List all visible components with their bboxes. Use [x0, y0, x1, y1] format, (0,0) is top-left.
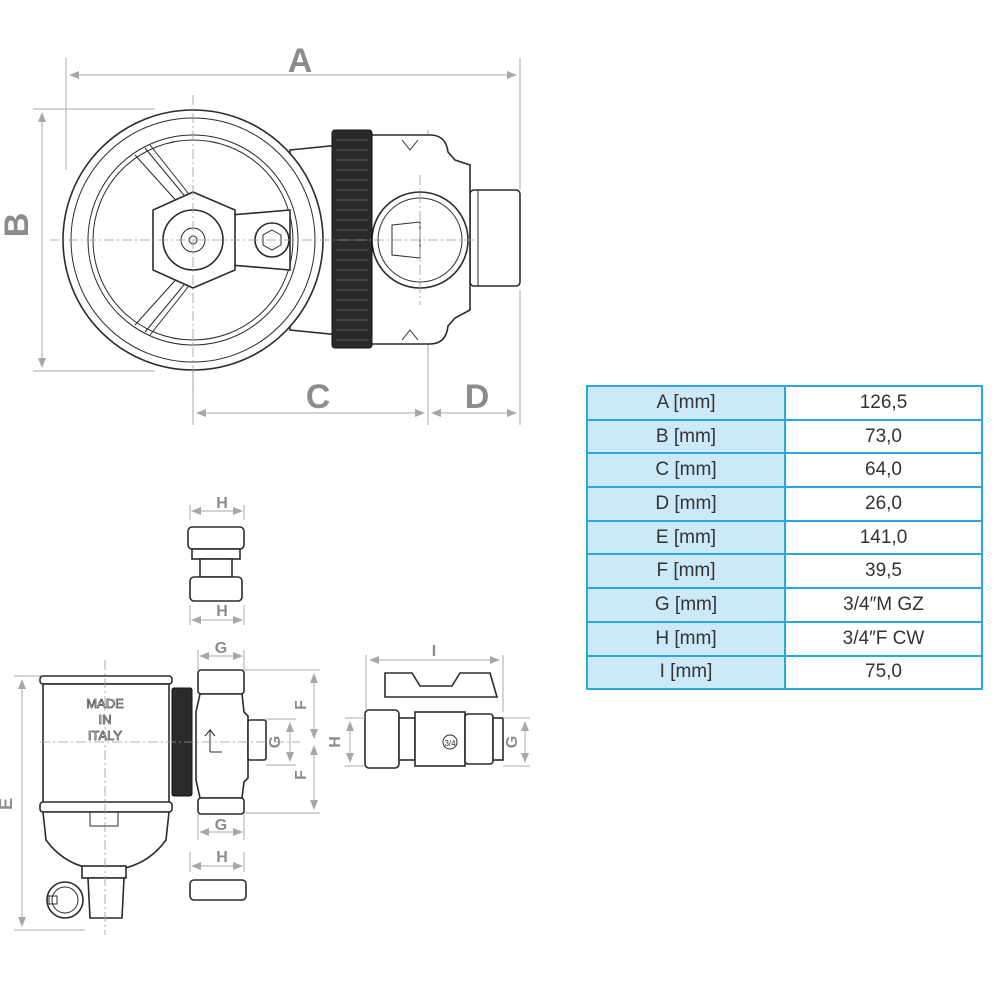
butterfly-handle	[384, 672, 499, 698]
row-value: 3/4″F CW	[784, 620, 983, 657]
table-row: B [mm]73,0	[586, 418, 983, 455]
row-value: 26,0	[784, 486, 983, 522]
top-view: A B C D	[0, 42, 521, 425]
label-g-body: G	[267, 736, 284, 748]
dimension-g-bottom: G	[197, 814, 245, 840]
label-f-top: F	[293, 700, 310, 710]
table-row: H [mm]3/4″F CW	[586, 620, 983, 657]
row-key: H [mm]	[586, 620, 786, 657]
valve-stamp: 3/4	[444, 739, 456, 748]
dimension-g-valve: G	[503, 717, 530, 767]
table-row: G [mm]3/4″M GZ	[586, 587, 983, 623]
label-a: A	[288, 42, 313, 80]
dimension-h-valve: H	[327, 717, 365, 767]
row-value: 141,0	[784, 519, 983, 556]
side-view: E MADE IN ITALY G	[0, 495, 320, 935]
row-value: 3/4″M GZ	[784, 587, 983, 623]
dimension-a: A	[65, 42, 521, 190]
label-h-bottom: H	[216, 849, 228, 866]
dimension-g-top: G	[197, 640, 245, 670]
label-i: I	[432, 643, 436, 660]
label-g-bottom: G	[215, 817, 227, 834]
label-d: D	[465, 378, 490, 416]
dimension-e: E	[0, 675, 85, 931]
table-row: E [mm]141,0	[586, 519, 983, 556]
dimension-f: F F	[244, 669, 320, 814]
label-h-top-1: H	[216, 495, 228, 512]
dimension-i: I	[365, 643, 504, 712]
row-value: 75,0	[784, 654, 983, 691]
label-h-valve: H	[327, 736, 344, 748]
label-b: B	[0, 213, 36, 238]
label-g-valve: G	[504, 736, 521, 748]
knurled-ring	[331, 129, 373, 349]
label-f-bottom: F	[293, 770, 310, 780]
canister	[42, 683, 170, 805]
fitting-top: H H	[187, 495, 245, 625]
table-row: D [mm]26,0	[586, 486, 983, 522]
valve-view: I 3/4 H G	[327, 643, 530, 769]
row-key: A [mm]	[586, 385, 786, 421]
label-g-top: G	[215, 640, 227, 657]
row-key: C [mm]	[586, 452, 786, 489]
row-key: F [mm]	[586, 553, 786, 590]
row-value: 126,5	[784, 385, 983, 421]
row-key: G [mm]	[586, 587, 786, 623]
row-value: 39,5	[784, 553, 983, 590]
row-value: 73,0	[784, 418, 983, 455]
fitting-bottom: H	[189, 849, 247, 901]
table-row: C [mm]64,0	[586, 452, 983, 489]
label-e: E	[0, 798, 16, 810]
tee-body	[195, 693, 249, 799]
row-key: D [mm]	[586, 486, 786, 522]
label-c: C	[306, 378, 331, 416]
dimension-g-body: G	[266, 718, 296, 766]
row-value: 64,0	[784, 452, 983, 489]
row-key: E [mm]	[586, 519, 786, 556]
row-key: B [mm]	[586, 418, 786, 455]
table-row: F [mm]39,5	[586, 553, 983, 590]
spec-table: A [mm]126,5 B [mm]73,0 C [mm]64,0 D [mm]…	[586, 385, 983, 691]
dimension-b: B	[0, 108, 155, 372]
table-row: A [mm]126,5	[586, 385, 983, 421]
table-row: I [mm]75,0	[586, 654, 983, 691]
dimension-d: D	[431, 290, 521, 425]
label-h-top-2: H	[216, 603, 228, 620]
row-key: I [mm]	[586, 654, 786, 691]
